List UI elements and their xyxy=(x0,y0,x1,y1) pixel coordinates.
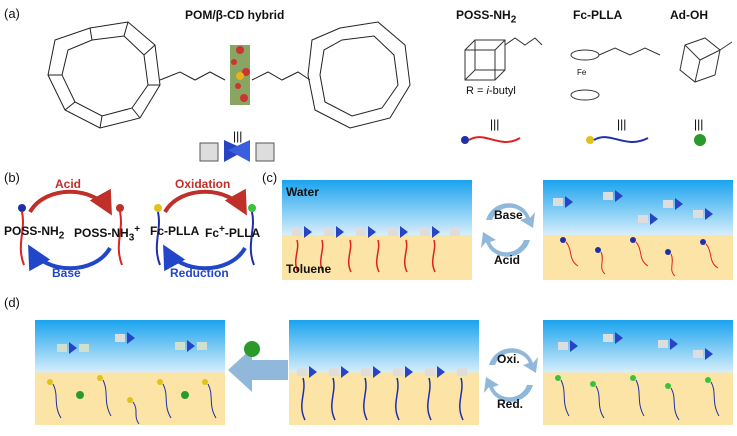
panel-c-interface-before: Water Toluene xyxy=(282,180,472,280)
poss-tail-left xyxy=(19,211,25,266)
panel-label-a: (a) xyxy=(4,6,20,21)
fcp-plla-dispersed xyxy=(555,375,720,421)
interface-clusters xyxy=(292,226,460,238)
poss-title: POSS-NH2 xyxy=(456,8,517,26)
fcp-plla-label: Fc+-PLLA xyxy=(205,224,260,240)
r-label: R = i-butyl xyxy=(466,85,516,97)
released-clusters xyxy=(558,332,713,360)
fcp-tail-right xyxy=(249,211,255,266)
poss-structure xyxy=(464,37,543,81)
base-acid-cycle-arrows xyxy=(481,203,535,257)
oxidation-label: Oxidation xyxy=(175,177,231,191)
hybrid-schematic-icon: ||| xyxy=(199,129,275,162)
poss-nh2-label: POSS-NH2 xyxy=(4,224,65,242)
panel-b-graphics xyxy=(18,188,256,272)
panel-a-graphics: ||| ||| ||| xyxy=(47,21,733,162)
beta-cd-ring-right xyxy=(307,21,411,129)
panel-label-c: (c) xyxy=(262,170,278,185)
base-c-label: Base xyxy=(494,208,523,222)
ad-oh-title: Ad-OH xyxy=(670,8,708,22)
possh-head-right xyxy=(116,204,124,212)
ad-oh-equiv: ||| xyxy=(694,117,703,131)
hybrid-title: POM/β-CD hybrid xyxy=(185,8,285,22)
fc-plla-chains xyxy=(301,377,464,421)
reduction-label: Reduction xyxy=(170,266,229,280)
interface-c-after-graphics xyxy=(553,190,719,277)
acid-arrow xyxy=(28,188,112,216)
panel-label-d: (d) xyxy=(4,295,20,310)
oxidation-arrow xyxy=(163,188,247,216)
fe-label: Fe xyxy=(577,68,587,77)
fc-tail-left xyxy=(155,211,161,266)
panel-label-b: (b) xyxy=(4,170,20,185)
possh-tail-right xyxy=(117,211,123,266)
ad-oh-ball-d xyxy=(244,341,260,357)
fc-plla-chain-icon xyxy=(586,136,649,144)
complexed-clusters xyxy=(57,332,207,354)
reduction-arrow xyxy=(163,244,247,272)
panel-d-interface-assembled xyxy=(289,320,479,425)
left-arrow-d xyxy=(228,348,288,392)
acid-label: Acid xyxy=(55,177,82,191)
beta-cd-ring-left xyxy=(47,21,161,129)
base-arrow xyxy=(28,244,112,272)
interface-c-before-graphics xyxy=(292,226,460,273)
interface-d-assembled-graphics xyxy=(297,366,467,421)
poss-equiv: ||| xyxy=(490,117,499,131)
panel-d-interface-oxidized xyxy=(543,320,733,425)
oxi-red-cycle-arrows xyxy=(484,348,538,402)
fc-plla-equiv: ||| xyxy=(617,117,626,131)
svg-text:|||: ||| xyxy=(233,129,242,143)
ad-oh-ball-icon xyxy=(694,134,706,146)
assembled-clusters xyxy=(297,366,467,378)
interface-d-oxidized-graphics xyxy=(555,332,720,421)
toluene-label: Toluene xyxy=(286,262,332,276)
dispersed-poss xyxy=(560,237,719,277)
acid-c-label: Acid xyxy=(494,253,521,267)
fc-head-left xyxy=(154,204,162,212)
panel-c-interface-after xyxy=(543,180,733,280)
poss-chain-icon xyxy=(461,136,521,144)
fc-plla-label: Fc-PLLA xyxy=(150,224,200,238)
panel-d-interface-free xyxy=(35,320,225,425)
interface-d-free-graphics xyxy=(47,332,217,425)
poss-nh3-label: POSS-NH3+ xyxy=(74,224,141,244)
free-clusters xyxy=(553,190,713,225)
panel-b: Acid Base POSS-NH2 POSS-NH3+ Oxidation R… xyxy=(0,170,260,285)
panel-a: ||| ||| ||| xyxy=(20,0,737,165)
base-label: Base xyxy=(52,266,81,280)
linker-right xyxy=(251,71,311,81)
fcp-head-right xyxy=(248,204,256,212)
oxi-label: Oxi. xyxy=(497,352,520,366)
fc-plla-dispersed xyxy=(47,375,217,425)
ferrocene-structure xyxy=(570,47,661,101)
red-label: Red. xyxy=(497,397,524,411)
fc-plla-title: Fc-PLLA xyxy=(573,8,623,22)
linker-left xyxy=(159,71,226,81)
pom-cluster xyxy=(230,45,250,105)
adamantane-structure xyxy=(679,37,733,83)
poss-chains xyxy=(294,239,436,273)
water-label: Water xyxy=(286,185,319,199)
poss-head-left xyxy=(18,204,26,212)
